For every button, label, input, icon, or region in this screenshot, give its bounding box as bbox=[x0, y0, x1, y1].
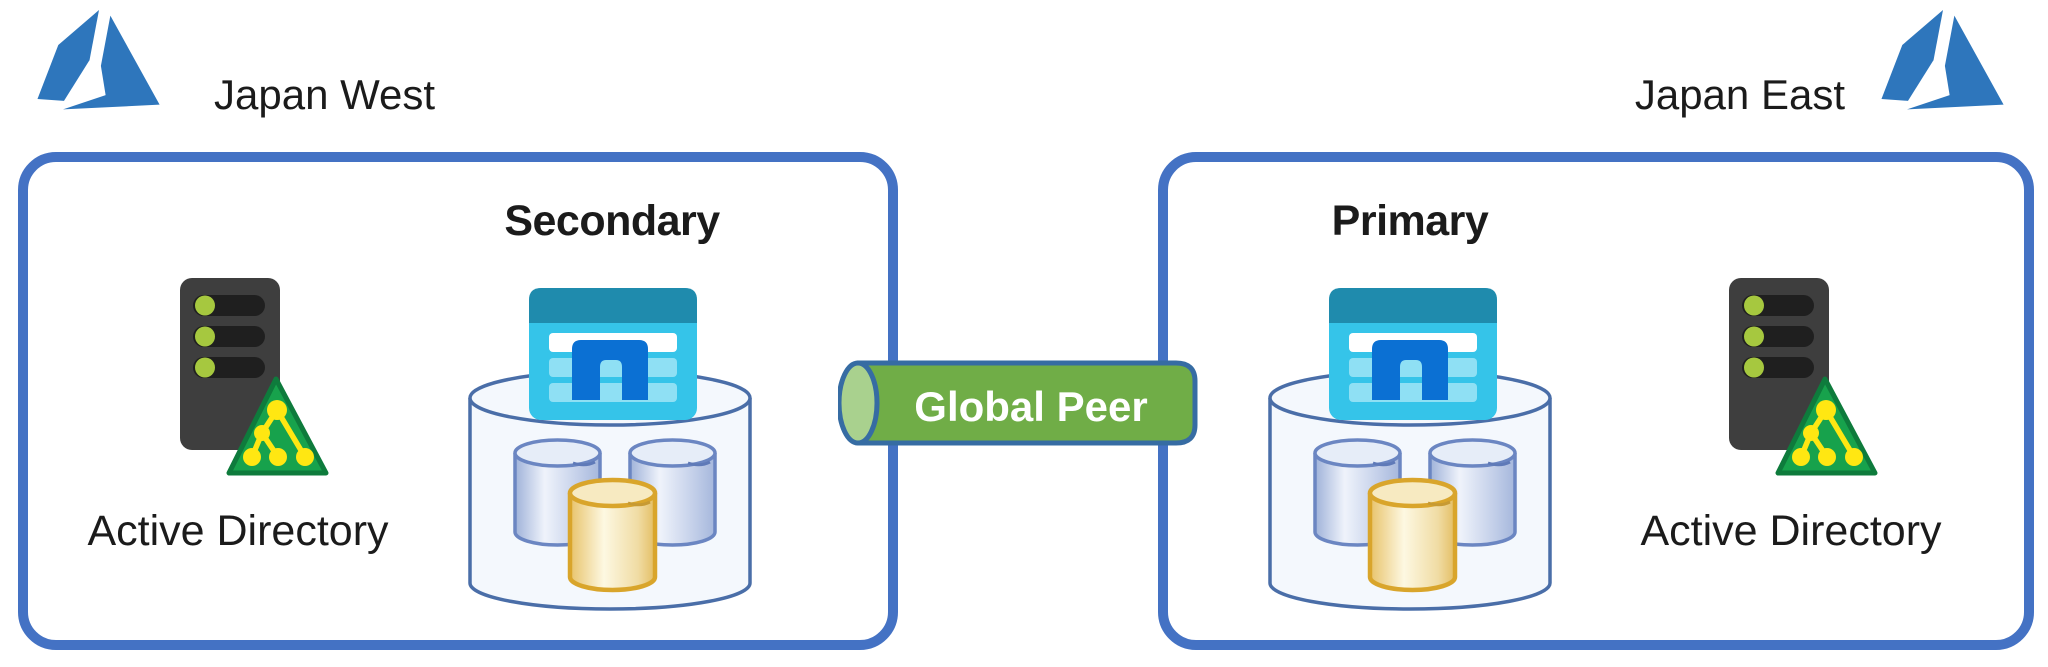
region-name-japan-west: Japan West bbox=[214, 71, 436, 118]
sql-elastic-pool-icon bbox=[1265, 283, 1555, 618]
global-peer-label: Global Peer bbox=[914, 383, 1148, 430]
region-name-japan-east: Japan East bbox=[1634, 71, 1845, 118]
active-directory-label: Active Directory bbox=[87, 507, 389, 555]
azure-logo-icon bbox=[1872, 6, 2014, 120]
pipe-icon bbox=[838, 360, 1198, 446]
sql-elastic-pool-icon bbox=[465, 283, 755, 618]
role-label-primary: Primary bbox=[1331, 197, 1489, 245]
global-peer-connector: Global Peer bbox=[838, 353, 1210, 453]
role-label-secondary: Secondary bbox=[504, 197, 720, 245]
azure-logo-icon bbox=[28, 6, 170, 120]
active-directory-icon bbox=[1727, 276, 1887, 481]
active-directory-label: Active Directory bbox=[1640, 507, 1942, 555]
active-directory-icon bbox=[178, 276, 338, 481]
